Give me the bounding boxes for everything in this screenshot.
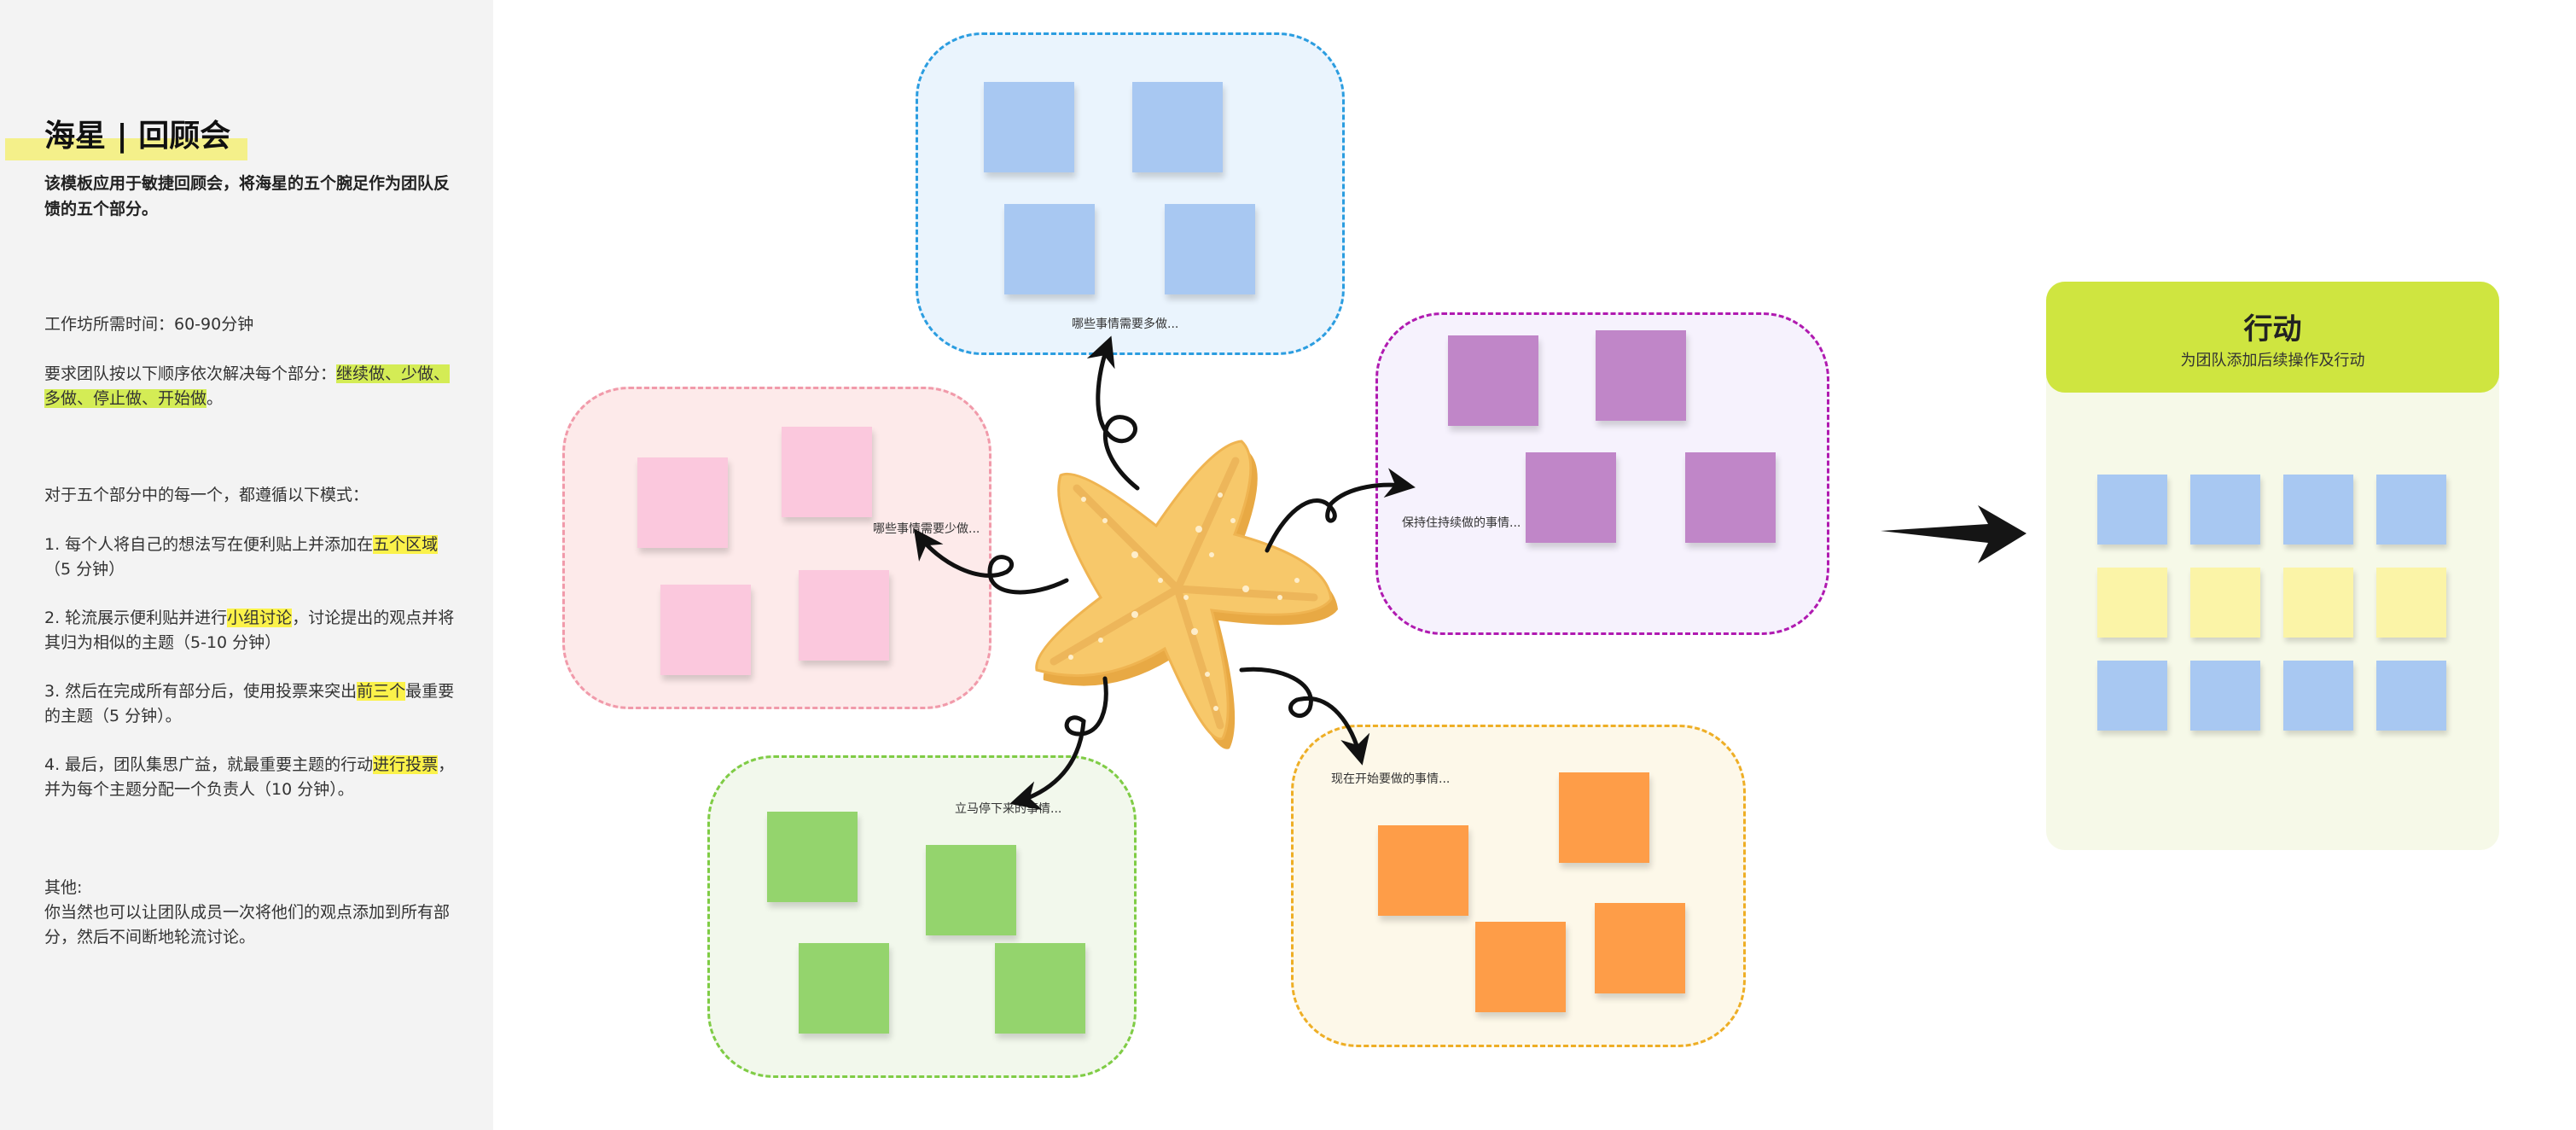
step-4-rest: ，并为每个主题分配一个负责人（10 分钟）。 (44, 755, 455, 799)
action-sticky-note[interactable] (2283, 475, 2353, 545)
action-sticky-note[interactable] (2376, 475, 2446, 545)
arrow-to-less (913, 528, 1069, 595)
arrow-to-more (1086, 335, 1140, 491)
step-3: 3. 然后在完成所有部分后，使用投票来突出前三个最重要的主题（5 分钟）。 (44, 679, 462, 729)
sticky-note[interactable] (1165, 204, 1255, 294)
sticky-note[interactable] (926, 845, 1016, 935)
starfish-image (1035, 440, 1338, 749)
arrow-to-continue (1265, 468, 1416, 553)
step-3-text: 3. 然后在完成所有部分后，使用投票来突出 (44, 682, 358, 701)
zone-start-label: 现在开始要做的事情... (1331, 772, 1451, 786)
arrow-to-actions (1881, 505, 2026, 563)
action-panel-title: 行动 (2243, 312, 2302, 347)
order-suffix: 。 (206, 389, 224, 408)
action-sticky-note[interactable] (2283, 568, 2353, 638)
order-prefix: 要求团队按以下顺序依次解决每个部分： (44, 364, 337, 383)
action-sticky-note[interactable] (2097, 661, 2167, 731)
action-sticky-note[interactable] (2283, 661, 2353, 731)
step-3-highlight: 前三个 (357, 682, 406, 701)
sticky-note[interactable] (1132, 82, 1223, 172)
sticky-note[interactable] (995, 943, 1085, 1034)
workshop-time: 工作坊所需时间：60-90分钟 (44, 315, 254, 334)
action-sticky-note[interactable] (2097, 568, 2167, 638)
sticky-note[interactable] (984, 82, 1074, 172)
zone-continue[interactable]: 保持住持续做的事情... (1375, 312, 1829, 635)
step-2-text: 2. 轮流展示便利贴并进行 (44, 609, 228, 627)
step-3-rest: 最重要的主题（5 分钟）。 (44, 682, 455, 725)
step-1-time: （5 分钟） (44, 560, 125, 579)
action-sticky-note[interactable] (2097, 475, 2167, 545)
arrow-to-start (1239, 667, 1370, 766)
zone-less[interactable]: 哪些事情需要少做... (562, 387, 991, 709)
step-1-text: 1. 每个人将自己的想法写在便利贴上并添加在 (44, 535, 374, 554)
sticky-note[interactable] (660, 585, 751, 675)
sticky-note[interactable] (1378, 825, 1468, 916)
action-panel-subtitle: 为团队添加后续操作及行动 (2180, 352, 2365, 370)
action-sticky-note[interactable] (2376, 661, 2446, 731)
order-instruction: 要求团队按以下顺序依次解决每个部分：继续做、少做、多做、停止做、开始做。 (44, 362, 462, 411)
sticky-note[interactable] (1595, 903, 1685, 993)
step-2-rest: ，讨论提出的观点并将其归为相似的主题（5-10 分钟） (44, 609, 455, 652)
template-description: 该模板应用于敏捷回顾会，将海星的五个腕足作为团队反馈的五个部分。 (44, 174, 451, 218)
sticky-note[interactable] (1685, 452, 1776, 543)
other-title: 其他: (44, 878, 83, 897)
step-4: 4. 最后，团队集思广益，就最重要主题的行动进行投票，并为每个主题分配一个负责人… (44, 753, 462, 802)
sticky-note[interactable] (1004, 204, 1095, 294)
step-2-highlight: 小组讨论 (227, 609, 293, 627)
action-sticky-note[interactable] (2190, 661, 2260, 731)
pattern-intro: 对于五个部分中的每一个，都遵循以下模式： (44, 486, 369, 504)
step-4-text: 4. 最后，团队集思广益，就最重要主题的行动 (44, 755, 374, 774)
sticky-note[interactable] (799, 943, 889, 1034)
step-1: 1. 每个人将自己的想法写在便利贴上并添加在五个区域 （5 分钟） (44, 533, 462, 582)
sticky-note[interactable] (767, 812, 858, 902)
step-4-highlight: 进行投票 (373, 755, 439, 774)
title-highlight (5, 138, 247, 160)
sticky-note[interactable] (1526, 452, 1616, 543)
zone-more[interactable]: 哪些事情需要多做... (916, 32, 1345, 355)
sticky-note[interactable] (1448, 335, 1538, 426)
sticky-note[interactable] (1559, 772, 1649, 863)
action-sticky-note[interactable] (2190, 475, 2260, 545)
zone-continue-label: 保持住持续做的事情... (1402, 516, 1521, 530)
arrow-to-stop (1009, 676, 1108, 811)
action-sticky-note[interactable] (2190, 568, 2260, 638)
sticky-note[interactable] (782, 427, 872, 517)
zone-more-label: 哪些事情需要多做... (1072, 317, 1179, 331)
action-sticky-note[interactable] (2376, 568, 2446, 638)
sticky-note[interactable] (1596, 330, 1686, 421)
template-title: 海星 | 回顾会 (44, 119, 231, 154)
sticky-note[interactable] (1475, 922, 1566, 1012)
other-text: 你当然也可以让团队成员一次将他们的观点添加到所有部分，然后不间断地轮流讨论。 (44, 903, 451, 947)
zone-stop[interactable]: 立马停下来的事情... (707, 755, 1137, 1078)
action-panel[interactable]: 行动 为团队添加后续操作及行动 (2046, 282, 2499, 850)
action-panel-header: 行动 为团队添加后续操作及行动 (2046, 282, 2499, 393)
step-2: 2. 轮流展示便利贴并进行小组讨论，讨论提出的观点并将其归为相似的主题（5-10… (44, 606, 462, 655)
step-1-highlight: 五个区域 (373, 535, 439, 554)
instructions-sidebar: 海星 | 回顾会 该模板应用于敏捷回顾会，将海星的五个腕足作为团队反馈的五个部分… (0, 0, 493, 1130)
zone-start[interactable]: 现在开始要做的事情... (1291, 725, 1746, 1047)
sticky-note[interactable] (799, 570, 889, 661)
sticky-note[interactable] (637, 457, 728, 548)
